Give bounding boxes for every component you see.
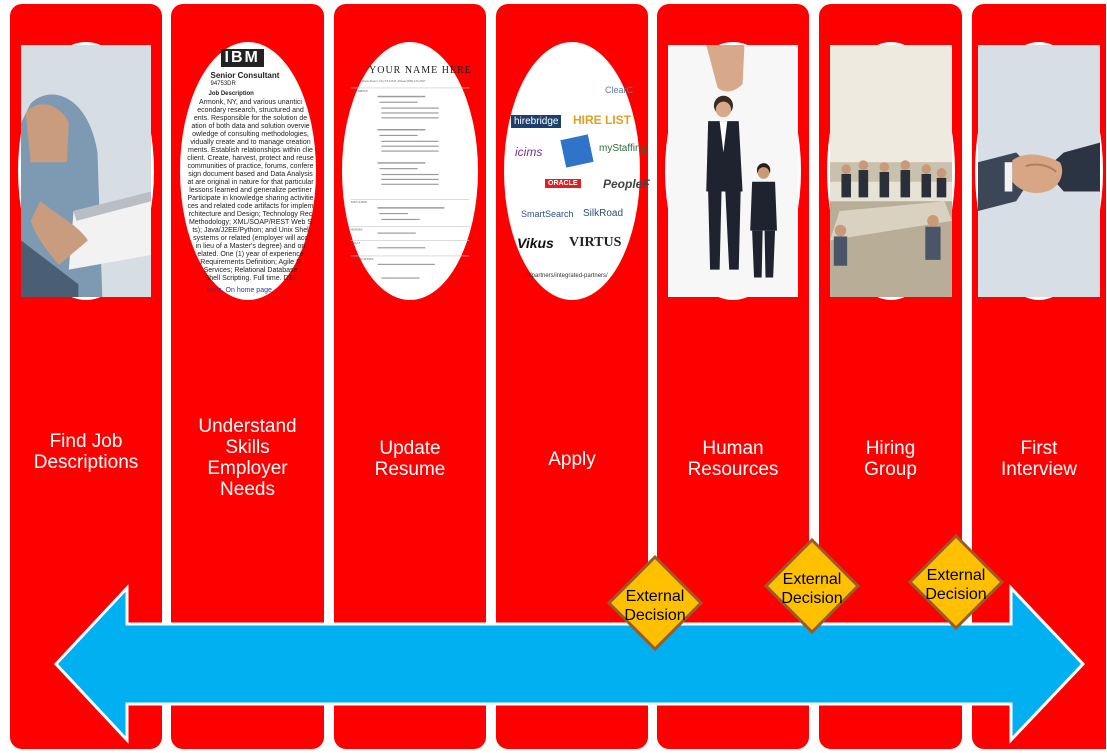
photo-meeting-room [826,42,955,300]
external-decision-diamond: External Decision [907,533,1005,631]
step-label: Find Job Descriptions [33,431,139,473]
step-label: Hiring Group [864,438,917,480]
job-description-line: Shell Scripting. Full time. D13 [204,275,297,282]
job-description-footer: m/us. On home page [206,287,272,294]
photo-person-with-laptop [18,42,154,300]
step-label: Human Resources [687,438,779,480]
svg-text:EDUCATION: EDUCATION [351,200,368,204]
job-description-line: lessons learned and generalize pertiner [189,187,312,194]
job-description-line: ation of both data and solution overvie [191,123,310,130]
job-description-line: communities of practice, forums, confere [187,163,314,170]
job-description-line: Requirements Definition; Agile S [200,259,301,266]
resume-name: YOUR NAME HERE [369,65,472,76]
job-description-line: elated. One (1) year of experience [197,251,304,258]
logo-hirebridge: hirebridge [511,115,562,128]
logo-hire-list: HIRE LIST [573,113,632,127]
step-label: Understand Skills Employer Needs [198,416,297,500]
resume-section-label: EXPERIENCE [351,89,369,93]
svg-text:HONORS: HONORS [351,228,363,232]
job-description-line: Armonk, NY, and various unantici [199,99,302,106]
job-description-line: rchitecture and Design; Technology Rec [188,211,313,218]
decision-label: External Decision [925,567,987,603]
job-description-line: econdary research, structured and [197,107,304,114]
job-description-line: Methodology; XML/SOAP/REST Web S [188,219,313,226]
resume-contact: Address Street | City ST 12345 | Phone (… [359,79,426,83]
partners-url: m/partners/integrated-partners/ [525,273,608,279]
external-decision-diamond: External Decision [606,554,704,652]
decision-label: External Decision [781,571,843,607]
logo-smartsearch: SmartSearch [521,209,574,219]
logo-icims: icims [515,145,543,159]
logo-silkroad: SilkRoad [583,208,624,219]
svg-text:SKILLS: SKILLS [351,241,361,245]
job-description-line: client. Create, harvest, protect and reu… [187,155,314,162]
photo-job-description-document: IBM Senior Consultant 94753DR Job Descri… [179,42,319,300]
step-column-find-job-descriptions: Find Job Descriptions [10,4,162,749]
job-title: Senior Consultant [210,71,280,80]
job-description-line: in lieu of a Master's degree) and on [195,243,306,250]
job-description-line: ments. Establish relationships within cl… [188,147,313,154]
logo-clearc: ClearC [605,85,634,95]
job-description-heading: Job Description [208,91,254,97]
logo-oracle: ORACLE [545,179,581,188]
photo-resume-document: YOUR NAME HERE Address Street | City ST … [342,42,478,300]
decision-label: External Decision [624,588,686,624]
job-req-id: 94753DR [210,81,236,87]
step-label: First Interview [1000,438,1078,480]
step-label: Apply [548,449,596,470]
external-decision-diamond: External Decision [763,537,861,635]
svg-text:CERTIFICATIONS: CERTIFICATIONS [351,257,374,261]
job-description-line: ents. Responsible for the solution de [193,115,308,122]
logo-vikus: Vikus [517,235,554,251]
photo-job-board-logos: ClearC hirebridge HIRE LIST icims myStaf… [504,42,650,300]
photo-handshake [975,42,1103,300]
job-description-line: at are original in nature for that parti… [187,179,314,186]
job-description-line: ts); Java/J2EE/Python; and Unix Shel [192,227,309,234]
job-description-line: sign document based and Data Analysis [188,171,313,178]
job-description-line: Participate in knowledge sharing activit… [187,195,314,202]
logo-peoplef: PeopleF [603,177,650,191]
ibm-logo: IBM [220,49,264,67]
job-description-line: vidually create and to manage creation [190,139,311,146]
job-description-line: systems or related (employer will acc [193,235,308,242]
step-label: Update Resume [374,438,446,480]
photo-business-people [665,42,801,300]
logo-virtus: VIRTUS [569,235,622,250]
job-description-line: ces and related code artifacts for imple… [187,203,314,210]
job-description-line: owledge of consulting methodologies, [192,131,309,138]
logo-mystaffing: myStaffing [599,143,647,154]
job-description-line: Services; Relational Database [203,267,298,274]
